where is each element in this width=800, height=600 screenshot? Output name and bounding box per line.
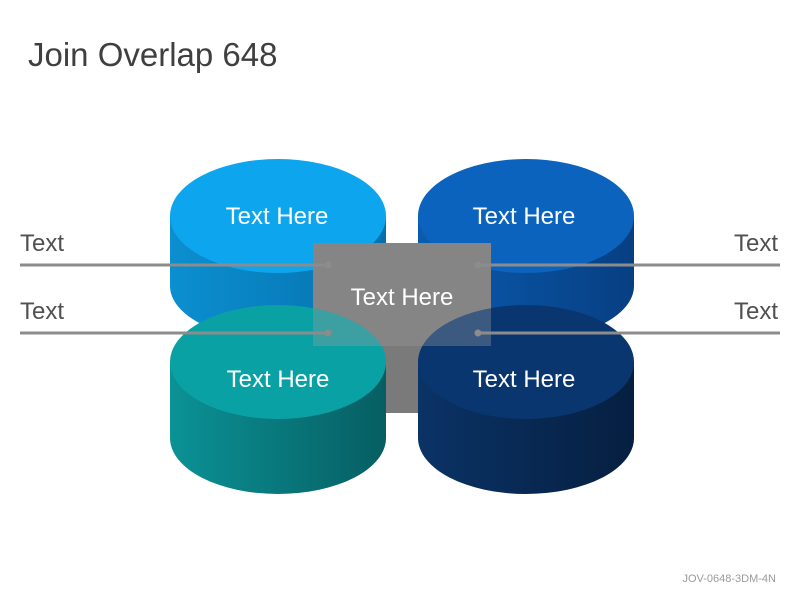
center-label: Text Here (351, 284, 454, 311)
cylinder-bottom-right (418, 305, 634, 494)
side-label-top-right: Text (733, 230, 778, 257)
connector-lines (20, 263, 780, 335)
cylinder-top-left-label: Text Here (226, 203, 329, 230)
cylinder-bottom-right-label: Text Here (473, 366, 576, 393)
connector-dots (324, 261, 482, 337)
page-title: Join Overlap 648 (28, 36, 278, 73)
side-label-bottom-right: Text (733, 298, 778, 325)
cylinder-bottom-left-label: Text Here (227, 366, 330, 393)
center-overlay (313, 243, 491, 346)
side-label-bottom-left: Text (20, 298, 65, 325)
slide-code: JOV-0648-3DM-4N (682, 573, 776, 585)
side-label-top-left: Text (20, 230, 65, 257)
cylinder-top-right-label: Text Here (473, 203, 576, 230)
